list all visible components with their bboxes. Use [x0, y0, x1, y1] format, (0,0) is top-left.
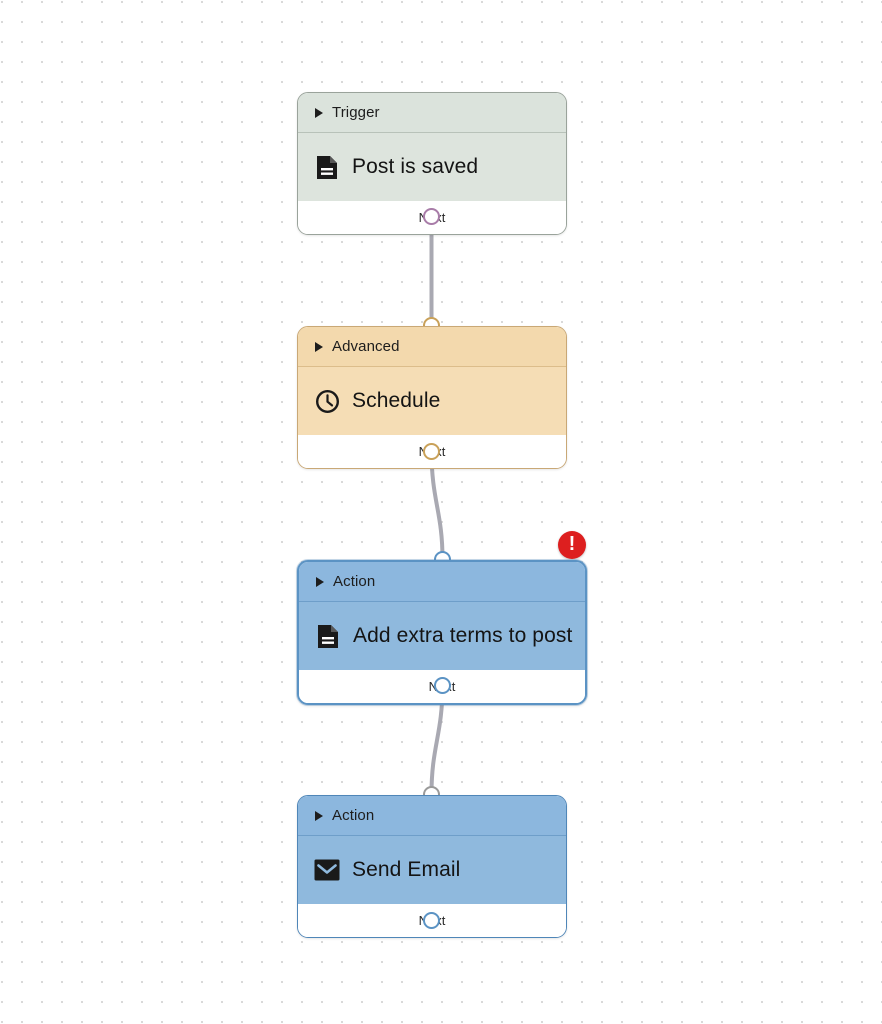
node-header-action[interactable]: Action: [299, 562, 585, 602]
chevron-right-icon[interactable]: [315, 341, 323, 352]
node-category-label: Trigger: [332, 104, 380, 121]
node-title: Add extra terms to post: [353, 624, 573, 647]
node-header-action[interactable]: Action: [298, 796, 566, 836]
schedule-output-handle[interactable]: [423, 443, 440, 460]
node-header-advanced[interactable]: Advanced: [298, 327, 566, 367]
document-icon: [315, 623, 341, 649]
document-icon: [314, 154, 340, 180]
node-title: Post is saved: [352, 155, 479, 178]
node-error-badge[interactable]: !: [558, 531, 586, 559]
node-header-trigger[interactable]: Trigger: [298, 93, 566, 133]
node-body-add-extra-terms[interactable]: Add extra terms to post: [299, 602, 585, 670]
node-body-send-email[interactable]: Send Email: [298, 836, 566, 904]
action-terms-output-handle[interactable]: [434, 677, 451, 694]
chevron-right-icon[interactable]: [315, 810, 323, 821]
trigger-output-handle[interactable]: [423, 208, 440, 225]
node-category-label: Action: [333, 573, 376, 590]
node-body-trigger[interactable]: Post is saved: [298, 133, 566, 201]
chevron-right-icon[interactable]: [316, 576, 324, 587]
node-body-schedule[interactable]: Schedule: [298, 367, 566, 435]
envelope-icon: [314, 857, 340, 883]
exclamation-icon: !: [568, 533, 576, 555]
workflow-node-add-extra-terms[interactable]: Action Add extra terms to post Next: [297, 560, 587, 705]
action-email-output-handle[interactable]: [423, 912, 440, 929]
node-title: Send Email: [352, 858, 461, 881]
node-category-label: Action: [332, 807, 375, 824]
chevron-right-icon[interactable]: [315, 107, 323, 118]
node-title: Schedule: [352, 389, 441, 412]
clock-icon: [314, 388, 340, 414]
node-category-label: Advanced: [332, 338, 400, 355]
workflow-node-trigger[interactable]: Trigger Post is saved Next: [297, 92, 567, 235]
